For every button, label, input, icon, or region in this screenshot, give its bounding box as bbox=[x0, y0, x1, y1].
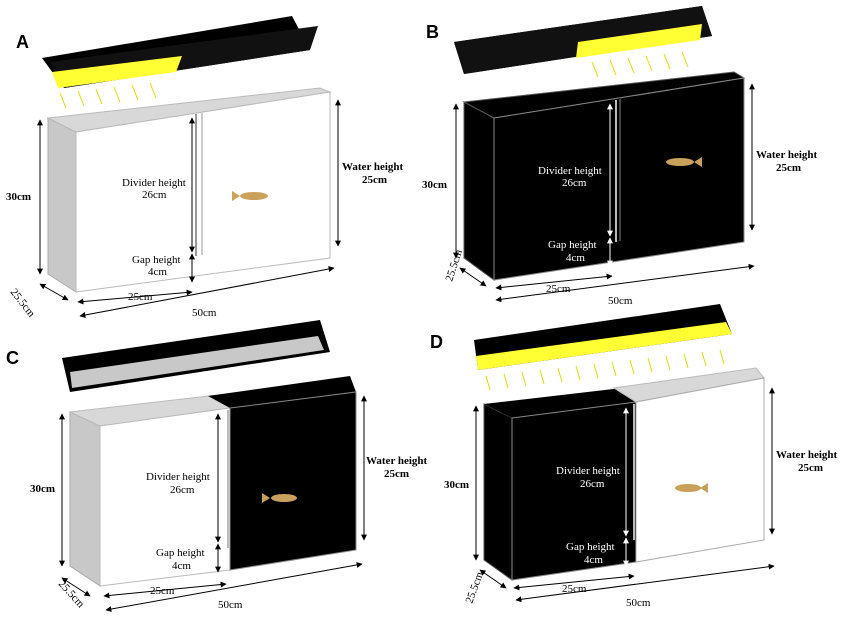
light-rays-b bbox=[591, 51, 689, 78]
depth-label-a: 25.5cm bbox=[8, 286, 38, 319]
depth-label-c: 25.5cm bbox=[56, 578, 87, 611]
height-label-a: 30cm bbox=[6, 191, 31, 203]
fish-tail-d bbox=[700, 483, 708, 493]
fish-d bbox=[675, 484, 701, 492]
divider-title-d: Divider height bbox=[556, 465, 620, 477]
lamp-b bbox=[454, 6, 712, 78]
divider-title-c: Divider height bbox=[146, 471, 210, 483]
panel-label-a: A bbox=[16, 32, 29, 52]
tank-c bbox=[68, 376, 357, 587]
divider-title-a: Divider height bbox=[122, 177, 186, 189]
water-value-c: 25cm bbox=[384, 468, 409, 480]
tank-b bbox=[462, 71, 746, 281]
water-title-a: Water height bbox=[342, 161, 404, 173]
gap-title-a: Gap height bbox=[132, 254, 181, 266]
tank-a bbox=[46, 87, 332, 293]
water-value-d: 25cm bbox=[798, 462, 823, 474]
fish-a bbox=[240, 192, 268, 200]
tank-d bbox=[483, 367, 765, 581]
depth-arrow-d bbox=[479, 569, 507, 589]
lamp-d bbox=[474, 304, 732, 391]
depth-arrow-c bbox=[61, 577, 91, 597]
width-label-d: 50cm bbox=[626, 597, 651, 609]
divider-value-b: 26cm bbox=[562, 177, 587, 189]
panel-c: C Divider height 26cm Gap height 4cm bbox=[6, 320, 428, 612]
water-title-d: Water height bbox=[776, 449, 838, 461]
lamp-c bbox=[62, 320, 330, 392]
width-arrow-d bbox=[515, 563, 775, 603]
height-label-d: 30cm bbox=[444, 479, 469, 491]
width-arrow-b bbox=[495, 263, 755, 303]
panel-b: B Divider bbox=[422, 6, 818, 307]
half-width-label-c: 25cm bbox=[150, 585, 175, 597]
panel-label-d: D bbox=[430, 332, 443, 352]
light-bar-a bbox=[52, 56, 182, 88]
depth-label-d: 25.5cm bbox=[464, 570, 487, 605]
width-arrow-a bbox=[79, 266, 335, 318]
light-rays-d bbox=[485, 349, 725, 391]
height-label-c: 30cm bbox=[30, 483, 55, 495]
gap-value-a: 4cm bbox=[148, 266, 167, 278]
half-width-label-d: 25cm bbox=[562, 583, 587, 595]
half-width-label-b: 25cm bbox=[546, 283, 571, 295]
divider-value-d: 26cm bbox=[580, 478, 605, 490]
fish-c bbox=[271, 494, 297, 502]
gap-value-b: 4cm bbox=[566, 252, 585, 264]
light-bar-d bbox=[476, 322, 732, 370]
panel-label-c: C bbox=[6, 348, 19, 368]
depth-label-b: 25.5cm bbox=[443, 248, 465, 283]
water-title-c: Water height bbox=[366, 455, 428, 467]
fish-tail-b bbox=[694, 157, 702, 167]
gap-title-b: Gap height bbox=[548, 239, 597, 251]
panel-d: D bbox=[430, 304, 838, 609]
depth-arrow-b bbox=[459, 267, 487, 287]
gap-title-d: Gap height bbox=[566, 541, 615, 553]
divider-value-a: 26cm bbox=[142, 189, 167, 201]
height-label-b: 30cm bbox=[422, 179, 447, 191]
water-title-b: Water height bbox=[756, 149, 818, 161]
gap-title-c: Gap height bbox=[156, 547, 205, 559]
width-arrow-c bbox=[105, 562, 363, 612]
water-value-b: 25cm bbox=[776, 162, 801, 174]
panel-a: A bbox=[6, 16, 404, 320]
light-bar-c-off bbox=[70, 336, 324, 388]
gap-value-c: 4cm bbox=[172, 560, 191, 572]
fish-tail-a bbox=[232, 191, 240, 201]
water-value-a: 25cm bbox=[362, 174, 387, 186]
divider-title-b: Divider height bbox=[538, 165, 602, 177]
width-label-a: 50cm bbox=[192, 307, 217, 319]
fish-b bbox=[666, 158, 694, 166]
gap-value-d: 4cm bbox=[584, 554, 603, 566]
fish-tail-c bbox=[262, 493, 270, 503]
lamp-a bbox=[42, 16, 318, 109]
half-width-label-a: 25cm bbox=[128, 291, 153, 303]
light-bar-b bbox=[576, 24, 702, 58]
divider-value-c: 26cm bbox=[170, 484, 195, 496]
depth-arrow-a bbox=[39, 283, 69, 301]
width-label-b: 50cm bbox=[608, 295, 633, 307]
panel-label-b: B bbox=[426, 22, 439, 42]
light-rays-a bbox=[59, 82, 157, 109]
width-label-c: 50cm bbox=[218, 599, 243, 611]
